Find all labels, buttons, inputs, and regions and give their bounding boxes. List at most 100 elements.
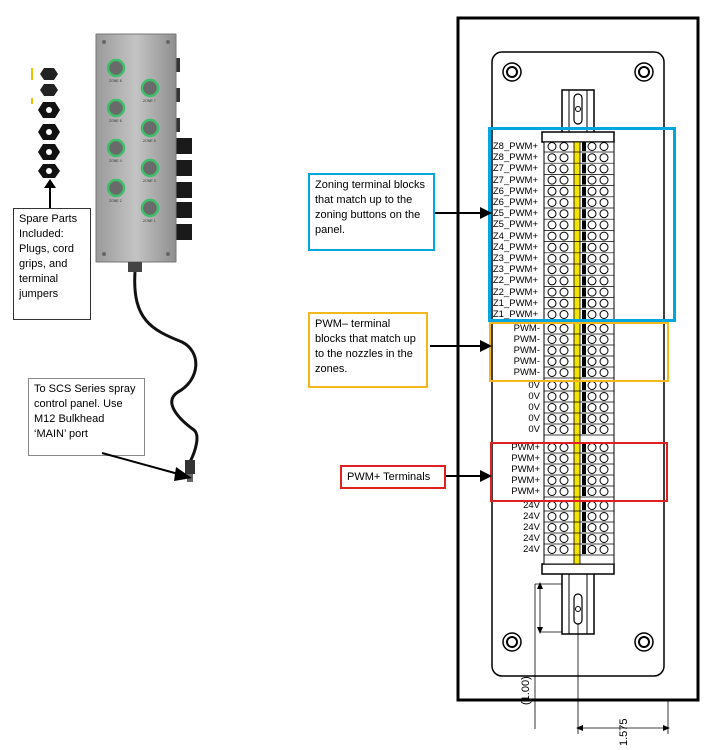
terminal-row: [544, 265, 614, 276]
pwm-plus-highlight-box: [490, 442, 668, 502]
terminal-screw-icon: [559, 523, 569, 532]
terminal-screw-icon: [559, 175, 569, 185]
terminal-label: Z5_PWM+: [492, 208, 538, 220]
terminal-screw-icon: [547, 265, 557, 275]
terminal-screw-icon: [547, 298, 557, 308]
terminal-screw-icon: [559, 287, 569, 297]
terminal-label: 24V: [523, 522, 540, 533]
scs-panel-text: To SCS Series spray control panel. Use M…: [34, 383, 136, 440]
terminal-label: Z3_PWM+: [492, 253, 538, 264]
terminal-screw-icon: [587, 545, 597, 554]
terminal-label: 0V: [528, 391, 540, 402]
terminal-label: 0V: [528, 424, 540, 435]
terminal-screw-icon: [587, 403, 597, 412]
terminal-screw-icon: [587, 523, 597, 532]
box-label-right-2: ZONE 3: [143, 179, 156, 183]
terminal-screw-icon: [547, 175, 557, 185]
terminal-row: [544, 186, 614, 198]
terminal-screw-icon: [587, 454, 597, 463]
box-label-left-2: ZONE 4: [109, 159, 122, 163]
dimension-horizontal: 1.575: [618, 706, 630, 746]
dimension-vertical: (1.00): [520, 665, 532, 705]
terminal-screw-icon: [587, 175, 597, 185]
terminal-row: [544, 335, 614, 346]
terminal-screw-icon: [559, 381, 569, 390]
terminal-screw-icon: [587, 476, 597, 485]
terminal-row: [544, 153, 614, 164]
terminal-row: [544, 276, 614, 287]
terminal-screw-icon: [587, 346, 597, 355]
terminal-screw-icon: [587, 324, 597, 333]
terminal-label: PWM+: [511, 453, 540, 464]
terminal-row: [544, 298, 614, 310]
terminal-row: [544, 368, 614, 379]
terminal-screw-icon: [559, 186, 569, 196]
terminal-row: [544, 465, 614, 476]
terminal-screw-icon: [599, 254, 609, 263]
terminal-screw-icon: [599, 153, 609, 163]
terminal-screw-icon: [547, 425, 557, 434]
terminal-label: Z7_PWM+: [492, 163, 538, 175]
terminal-label: 0V: [528, 413, 540, 424]
terminal-screw-icon: [547, 403, 557, 412]
terminal-screw-icon: [599, 298, 609, 308]
terminal-screw-icon: [587, 164, 597, 174]
terminal-screw-icon: [599, 476, 609, 485]
terminal-screw-icon: [599, 209, 609, 219]
terminal-screw-icon: [599, 265, 609, 275]
terminal-screw-icon: [559, 298, 569, 308]
terminal-row: [544, 310, 614, 321]
terminal-screw-icon: [599, 392, 609, 401]
terminal-row: [544, 242, 614, 254]
terminal-screw-icon: [559, 487, 569, 496]
terminal-screw-icon: [599, 454, 609, 463]
terminal-label: Z1_PWM+: [492, 309, 538, 320]
terminal-screw-icon: [547, 487, 557, 496]
terminal-screw-icon: [547, 335, 557, 344]
terminal-screw-icon: [547, 465, 557, 474]
terminal-screw-icon: [547, 142, 557, 151]
terminal-screw-icon: [547, 164, 557, 174]
terminal-screw-icon: [587, 186, 597, 196]
screw-icon: [502, 62, 654, 652]
terminal-row: [544, 357, 614, 368]
zoning-highlight-box: [488, 127, 676, 322]
terminal-screw-icon: [547, 209, 557, 219]
zone-box-illustration: [95, 33, 199, 482]
spare-parts-icon: [31, 68, 60, 178]
terminal-screw-icon: [587, 254, 597, 263]
terminal-row: [544, 403, 614, 414]
terminal-screw-icon: [599, 523, 609, 532]
terminal-label: PWM+: [511, 486, 540, 497]
spare-parts-arrow: [44, 179, 56, 208]
terminal-screw-icon: [587, 368, 597, 377]
terminal-screw-icon: [587, 142, 597, 151]
spare-parts-callout: Spare Parts Included: Plugs, cord grips,…: [13, 208, 91, 320]
terminal-screw-icon: [559, 501, 569, 510]
terminal-screw-icon: [547, 324, 557, 333]
terminal-screw-icon: [547, 186, 557, 196]
terminal-row: [544, 534, 614, 545]
terminal-screw-icon: [599, 142, 609, 151]
terminal-screw-icon: [587, 501, 597, 510]
terminal-screw-icon: [599, 425, 609, 434]
terminal-screw-icon: [547, 357, 557, 366]
terminal-screw-icon: [547, 310, 557, 319]
terminal-screw-icon: [599, 231, 609, 241]
terminal-screw-icon: [559, 346, 569, 355]
terminal-screw-icon: [559, 142, 569, 151]
terminal-label: PWM+: [511, 475, 540, 486]
terminal-screw-icon: [559, 265, 569, 275]
box-label-right-0: ZONE 7: [143, 99, 156, 103]
terminal-screw-icon: [559, 403, 569, 412]
terminal-screw-icon: [559, 242, 569, 252]
terminal-screw-icon: [547, 254, 557, 263]
terminal-screw-icon: [587, 153, 597, 163]
terminal-label: 24V: [523, 511, 540, 522]
terminal-label: 0V: [528, 402, 540, 413]
scs-panel-callout: To SCS Series spray control panel. Use M…: [28, 378, 145, 456]
terminal-label: PWM-: [513, 334, 540, 345]
terminal-screw-icon: [587, 242, 597, 252]
terminal-screw-icon: [599, 164, 609, 174]
terminal-screw-icon: [599, 414, 609, 423]
